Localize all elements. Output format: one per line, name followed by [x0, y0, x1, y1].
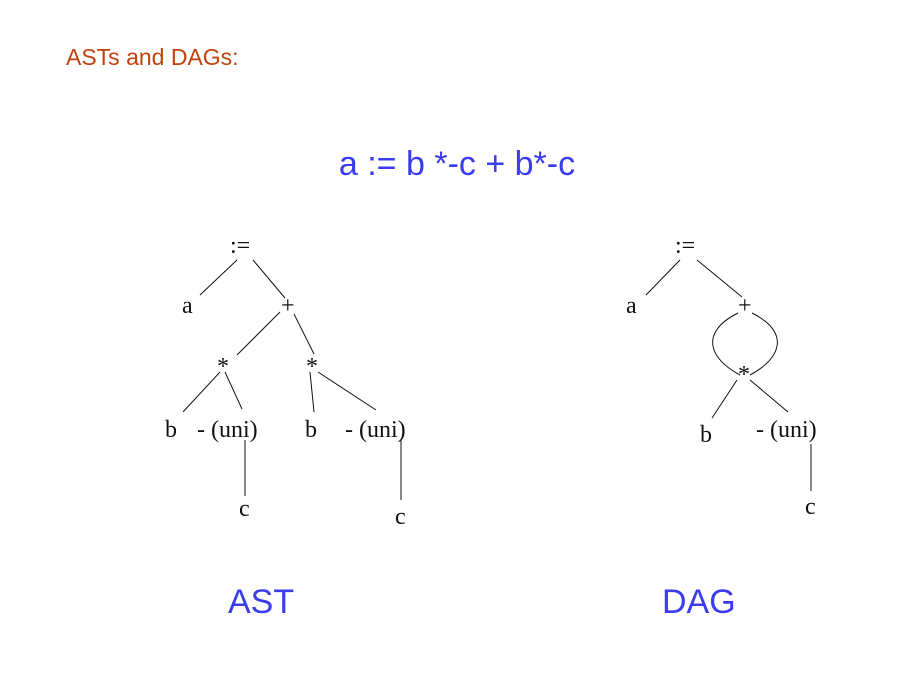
ast-node-mul2: * [306, 354, 318, 380]
dag-edge-assign-a [645, 259, 681, 296]
ast-node-b1: b [165, 417, 177, 443]
ast-node-a: a [182, 293, 193, 319]
ast-node-c2: c [395, 504, 406, 530]
ast-edge-assign-plus [252, 259, 286, 299]
ast-node-b2: b [305, 417, 317, 443]
slide-title: ASTs and DAGs: [66, 44, 239, 70]
ast-edge-plus-mul2 [293, 313, 315, 355]
dag-node-mul: * [738, 362, 750, 388]
dag-edge-mul-neg [749, 379, 789, 413]
ast-caption: AST [228, 583, 295, 621]
dag-graph: := a + * b - (uni) c [626, 233, 817, 520]
dag-node-b: b [700, 422, 712, 448]
dag-caption: DAG [662, 583, 736, 621]
ast-edge-plus-mul1 [236, 311, 281, 356]
ast-edge-assign-a [199, 259, 238, 296]
ast-node-neg2: - (uni) [345, 417, 406, 443]
dag-edge-mul-b [711, 379, 738, 419]
ast-node-plus: + [281, 293, 295, 319]
ast-node-assign: := [230, 233, 250, 259]
dag-node-neg: - (uni) [756, 417, 817, 443]
dag-edge-plus-mul-left [712, 312, 741, 376]
dag-edge-assign-plus [696, 259, 743, 298]
expression-heading: a := b *-c + b*-c [338, 145, 576, 183]
ast-edge-mul2-neg2 [317, 371, 377, 411]
ast-edge-mul1-b1 [182, 371, 221, 413]
dag-node-plus: + [738, 293, 752, 319]
ast-edge-mul2-b2 [309, 371, 315, 413]
ast-edge-mul1-neg1 [224, 371, 243, 410]
ast-node-mul1: * [217, 354, 229, 380]
ast-node-neg1: - (uni) [197, 417, 258, 443]
dag-edge-plus-mul-right [749, 312, 778, 376]
dag-node-c: c [805, 494, 816, 520]
ast-node-c1: c [239, 496, 250, 522]
ast-tree: := a + * * b - (uni) b - (uni) c c [165, 233, 406, 530]
dag-node-a: a [626, 293, 637, 319]
dag-node-assign: := [675, 233, 695, 259]
